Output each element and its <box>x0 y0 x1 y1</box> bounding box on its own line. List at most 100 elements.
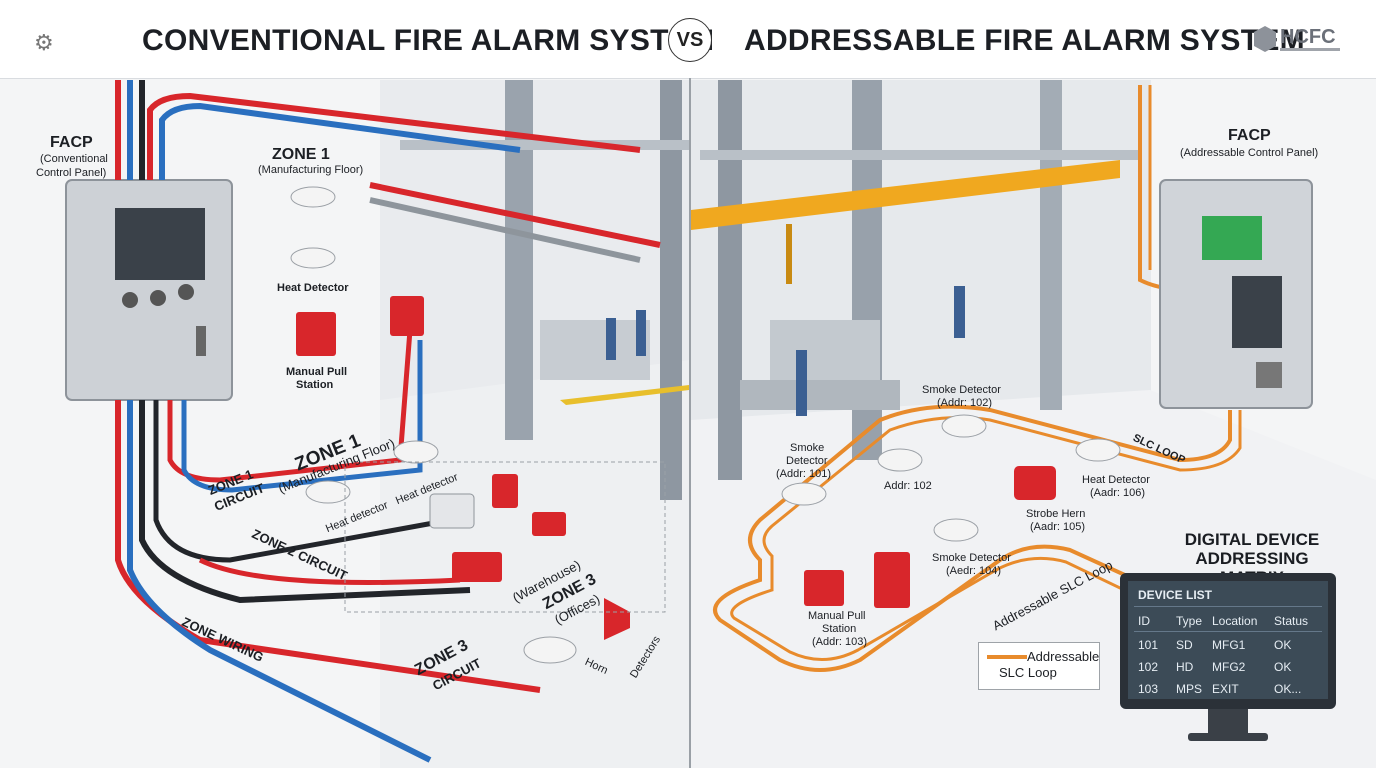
cell-status: OK <box>1274 660 1292 674</box>
office-horn <box>604 598 630 640</box>
smoke-102-label-1: Smoke Detector <box>922 384 1001 396</box>
cell-location: EXIT <box>1212 682 1239 696</box>
wire-red-mid <box>369 182 661 248</box>
panel-lock <box>196 326 206 356</box>
floor-pull-3 <box>452 552 502 582</box>
slc-legend: Addressable SLC Loop <box>978 642 1100 690</box>
smoke-104-label-1: Smoke Detector <box>932 552 1011 564</box>
monitor-base <box>1188 733 1268 741</box>
detector-addr-102 <box>877 448 923 472</box>
wire-blue-1 <box>127 80 432 763</box>
facp-title-right: FACP <box>1228 127 1271 144</box>
manual-103-label-2: Station <box>822 623 857 635</box>
right-conveyor <box>740 380 900 410</box>
right-pipe <box>700 150 1140 160</box>
matrix-title: DIGITAL DEVICE ADDRESSING MATRIX <box>1162 530 1342 587</box>
zone1-pull-station <box>296 312 336 356</box>
left-worker-2 <box>636 310 646 356</box>
floor-strobe <box>429 493 475 529</box>
heat-106-label-2: (Aadr: 106) <box>1090 487 1146 499</box>
panel-key-2 <box>150 290 166 306</box>
manual-pull-103b <box>874 552 910 608</box>
conventional-panel-window <box>115 208 205 280</box>
cell-id: 102 <box>1138 660 1159 674</box>
logo-icon <box>1254 26 1276 52</box>
device-list-title: DEVICE LIST <box>1138 588 1213 602</box>
facp-title-left: FACP <box>50 134 93 151</box>
legend-swatch <box>987 655 1027 659</box>
heat-detector-label: Heat Detector <box>277 282 349 294</box>
right-machine-1 <box>770 320 880 390</box>
smoke-101-label-1: Smoke <box>790 442 825 454</box>
manual-pull-label-2: Station <box>296 379 334 391</box>
right-worker-2 <box>954 286 965 338</box>
crane-beam <box>691 160 1120 230</box>
legend-text-1: Addressable <box>1027 649 1100 664</box>
col-status: Status <box>1274 614 1309 628</box>
crane-hook <box>786 224 792 284</box>
wire-red-low <box>198 557 461 585</box>
manual-pull-label-1: Manual Pull <box>286 366 348 378</box>
left-pipe <box>400 140 689 150</box>
col-type: Type <box>1176 614 1203 628</box>
facp-sub-left-2: Control Panel) <box>36 167 107 179</box>
wire-black-loop <box>153 400 451 563</box>
right-worker-1 <box>796 350 807 416</box>
logo-underline <box>1280 48 1340 51</box>
strobe-horn-105 <box>1014 466 1056 500</box>
table-row: 103 MPS EXIT OK... <box>1138 682 1324 696</box>
cell-status: OK <box>1274 638 1292 652</box>
cell-type: MPS <box>1176 682 1203 696</box>
heat-106-label-1: Heat Detector <box>1082 474 1150 486</box>
wire-black-1 <box>139 80 471 604</box>
left-worker-1 <box>606 318 616 360</box>
left-floor <box>380 360 689 768</box>
center-divider <box>689 78 691 768</box>
company-logo: HCFC <box>1254 24 1346 60</box>
vs-badge: VS <box>668 18 712 62</box>
floor-detector-2 <box>393 440 439 464</box>
floor-heat-detector <box>305 480 351 504</box>
zone1-title: ZONE 1 <box>272 146 330 163</box>
strobe-105-label-2: (Aadr: 105) <box>1030 521 1086 533</box>
strobe-105-label-1: Strobe Hern <box>1026 508 1086 520</box>
wire-blue-top <box>159 102 521 180</box>
cell-location: MFG1 <box>1212 638 1246 652</box>
smoke-detector-102 <box>941 414 987 438</box>
smoke-101-label-2: Detector <box>786 455 828 467</box>
title-addressable: ADDRESSABLE FIRE ALARM SYSTEM <box>744 24 1305 57</box>
matrix-title-1: DIGITAL DEVICE <box>1184 530 1320 549</box>
col-id: ID <box>1138 614 1150 628</box>
addressable-panel-speaker <box>1256 362 1282 388</box>
wire-gray-mid <box>369 197 641 263</box>
wire-red-top <box>147 92 641 180</box>
cell-location: MFG2 <box>1212 660 1246 674</box>
addr-102-label: Addr: 102 <box>884 480 932 492</box>
left-pillar-2 <box>660 80 682 500</box>
zone1-smoke-detector <box>290 186 336 208</box>
col-location: Location <box>1212 614 1258 628</box>
smoke-detector-104 <box>933 518 979 542</box>
cell-type: HD <box>1176 660 1194 674</box>
manual-103-label-1: Manual Pull <box>808 610 866 622</box>
title-conventional: CONVENTIONAL FIRE ALARM SYSTEM <box>142 24 715 57</box>
left-machine <box>540 320 650 380</box>
cell-type: SD <box>1176 638 1193 652</box>
zone-dashed-area <box>344 461 666 613</box>
zone1-heat-detector <box>290 247 336 269</box>
device-list-header: ID Type Location Status <box>1138 614 1324 628</box>
header-bar: ⚙ CONVENTIONAL FIRE ALARM SYSTEM VS ADDR… <box>0 0 1376 79</box>
monitor-stand <box>1208 709 1248 733</box>
table-row: 102 HD MFG2 OK <box>1138 660 1324 674</box>
right-pillar-1 <box>718 80 742 480</box>
smoke-102-label-2: (Addr: 102) <box>937 397 993 409</box>
floor-pull-2 <box>532 512 566 536</box>
addressable-panel-screen <box>1202 216 1262 260</box>
panel-key-3 <box>178 284 194 300</box>
cell-id: 103 <box>1138 682 1159 696</box>
cell-status: OK... <box>1274 682 1302 696</box>
screen-separator <box>1134 631 1322 632</box>
